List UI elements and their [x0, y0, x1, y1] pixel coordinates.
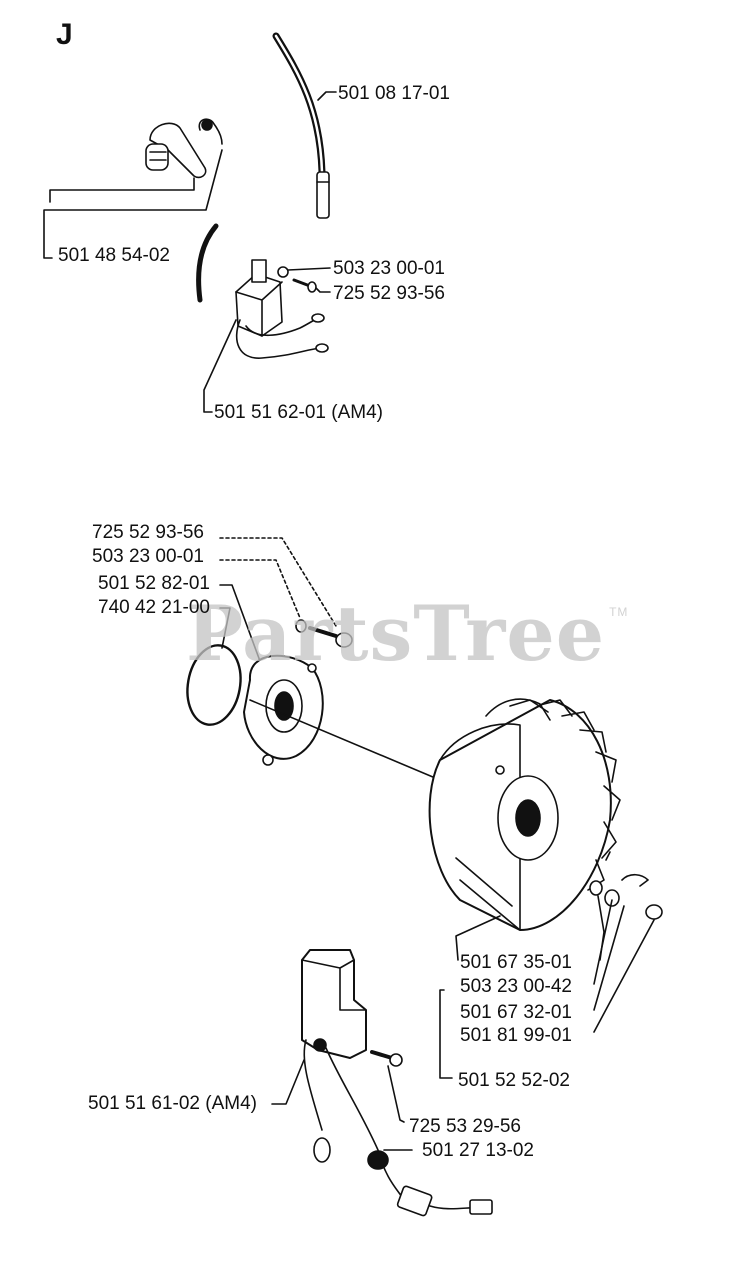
washer-top	[277, 266, 289, 278]
screw-bottom	[370, 1050, 394, 1060]
label-oring: 740 42 21-00	[98, 597, 210, 618]
leader-part-4	[593, 919, 655, 1033]
leader-washer-mid	[219, 559, 301, 619]
o-ring	[186, 644, 242, 726]
label-module-bottom: 501 51 61-02 (AM4)	[88, 1093, 257, 1114]
stator-cover	[243, 654, 324, 766]
leader-oring	[219, 607, 231, 649]
watermark-tm: TM	[609, 605, 629, 619]
leader-washer-top	[287, 267, 331, 271]
pin	[605, 851, 611, 861]
leader-screw-top	[315, 287, 331, 293]
watermark-text: PartsTree	[186, 589, 606, 678]
label-washer-top: 503 23 00-01	[333, 258, 445, 279]
label-cover: 501 52 82-01	[98, 573, 210, 594]
bracket-flywheel-assy	[439, 989, 453, 1079]
screw-mid	[308, 626, 338, 638]
label-washer-mid: 503 23 00-01	[92, 546, 204, 567]
bracket-spark-cap-b	[43, 149, 223, 259]
label-screw-top: 725 52 93-56	[333, 283, 445, 304]
label-part-2: 503 23 00-42	[460, 976, 572, 997]
leader-part-2	[593, 899, 613, 985]
label-spark-cap: 501 48 54-02	[58, 245, 170, 266]
pawl	[621, 873, 649, 887]
axis-line	[249, 699, 441, 781]
label-grommet: 501 27 13-02	[422, 1140, 534, 1161]
leader-cover	[219, 584, 265, 673]
label-flywheel-assy: 501 52 52-02	[458, 1070, 570, 1091]
nut-flywheel	[604, 889, 620, 907]
hv-lead-wire	[272, 32, 330, 219]
leader-part-3	[593, 905, 625, 1011]
label-module-top: 501 51 62-01 (AM4)	[214, 402, 383, 423]
leader-module-bottom	[271, 1059, 305, 1105]
label-screw-bottom: 725 53 29-56	[409, 1116, 521, 1137]
ignition-module-bottom	[301, 949, 493, 1217]
leader-screw-bottom	[387, 1065, 405, 1123]
flywheel	[428, 698, 621, 931]
washer-mid	[295, 619, 307, 633]
ignition-module-top	[196, 223, 329, 359]
section-letter: J	[56, 18, 73, 51]
label-screw-mid: 725 52 93-56	[92, 522, 204, 543]
leader-screw-mid	[219, 537, 337, 627]
label-part-4: 501 81 99-01	[460, 1025, 572, 1046]
spark-plug-cap	[145, 118, 223, 179]
leader-hv-lead	[317, 91, 337, 101]
label-part-1: 501 67 35-01	[460, 952, 572, 973]
leader-flywheel	[455, 915, 501, 961]
leader-module-top	[203, 319, 237, 413]
bolt-flywheel	[645, 904, 663, 920]
washer-flywheel	[589, 880, 603, 896]
bracket-spark-cap-a	[49, 177, 195, 203]
screw-top	[292, 278, 312, 288]
label-part-3: 501 67 32-01	[460, 1002, 572, 1023]
label-hv-lead: 501 08 17-01	[338, 83, 450, 104]
